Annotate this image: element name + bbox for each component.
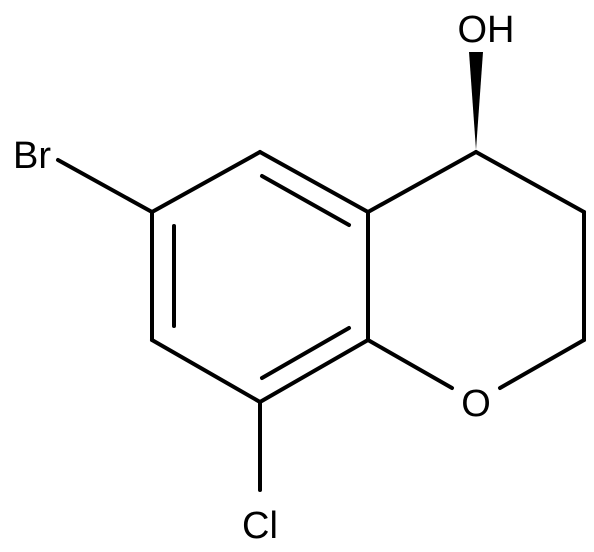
bond-c4a-c4 [366,150,478,214]
bond-o1-c8a [366,338,454,390]
bond-c5-c4a [258,150,370,214]
bond-c4-c3 [474,150,586,214]
bond-c8-c7 [150,338,262,404]
atom-label-ring-oxygen: O [461,383,491,425]
double-bond-inner-c8a-c8 [260,326,351,380]
wedge-bond-c4-oh [469,52,483,150]
atom-label-chlorine: Cl [242,505,278,547]
bond-c2-o1 [498,338,586,390]
bond-c8a-c8 [258,338,370,404]
atom-label-hydroxyl: OH [458,9,515,51]
bond-c6-c5 [150,150,262,214]
atom-label-bromine: Br [13,135,51,177]
bond-c6-br [56,158,154,214]
double-bond-inner-c5-c4a [260,174,351,227]
